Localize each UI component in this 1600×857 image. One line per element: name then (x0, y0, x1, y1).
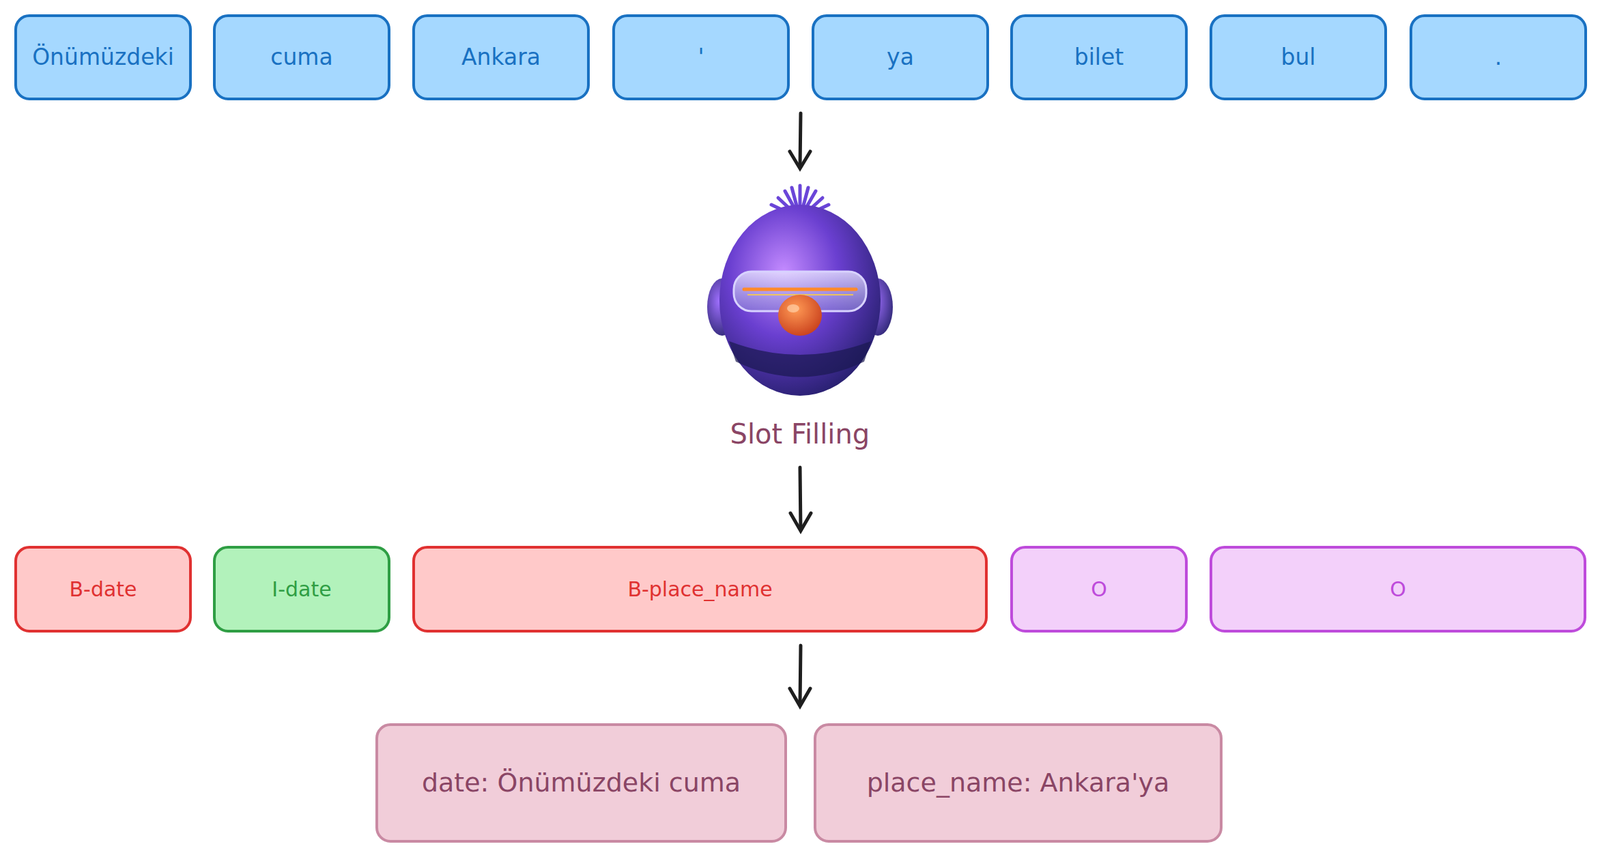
token-box: ' (612, 14, 790, 101)
arrow-head (790, 513, 811, 532)
node-text: . (1494, 43, 1503, 71)
token-box: Ankara (412, 14, 590, 101)
tag-box: O (1209, 546, 1587, 633)
node-text: O (1090, 577, 1108, 603)
node-text: B-date (68, 577, 137, 603)
node-text: ya (886, 43, 914, 71)
token-box: bul (1209, 14, 1388, 101)
process-label: Slot Filling (730, 418, 871, 450)
node-text: bilet (1074, 43, 1125, 71)
flow-arrow (800, 467, 801, 530)
token-box: Önümüzdeki (14, 14, 192, 101)
tag-box: B-place_name (412, 546, 988, 633)
token-box: ya (811, 14, 990, 101)
node-text: I-date (271, 577, 332, 603)
node-text: cuma (270, 43, 333, 71)
token-box: . (1409, 14, 1588, 101)
node-text: date: Önümüzdeki cuma (421, 767, 741, 800)
tag-box: O (1010, 546, 1188, 633)
slot-output-box: place_name: Ankara'ya (813, 723, 1223, 844)
node-text: Ankara (461, 43, 541, 71)
node-text: bul (1280, 43, 1316, 71)
node-text: place_name: Ankara'ya (866, 767, 1170, 800)
node-text: ' (697, 43, 704, 71)
arrow-head (789, 688, 811, 707)
robot-head-illustration (707, 185, 893, 396)
tag-box: I-date (212, 546, 391, 633)
tag-box: B-date (14, 546, 192, 633)
node-text: O (1389, 577, 1407, 603)
token-box: bilet (1010, 14, 1188, 101)
token-box: cuma (212, 14, 391, 101)
node-text: B-place_name (627, 577, 773, 603)
node-text: Önümüzdeki (32, 43, 175, 71)
slot-output-box: date: Önümüzdeki cuma (375, 723, 788, 844)
flow-arrow (800, 113, 801, 168)
flow-arrow (800, 645, 801, 706)
arrow-head (789, 151, 811, 169)
